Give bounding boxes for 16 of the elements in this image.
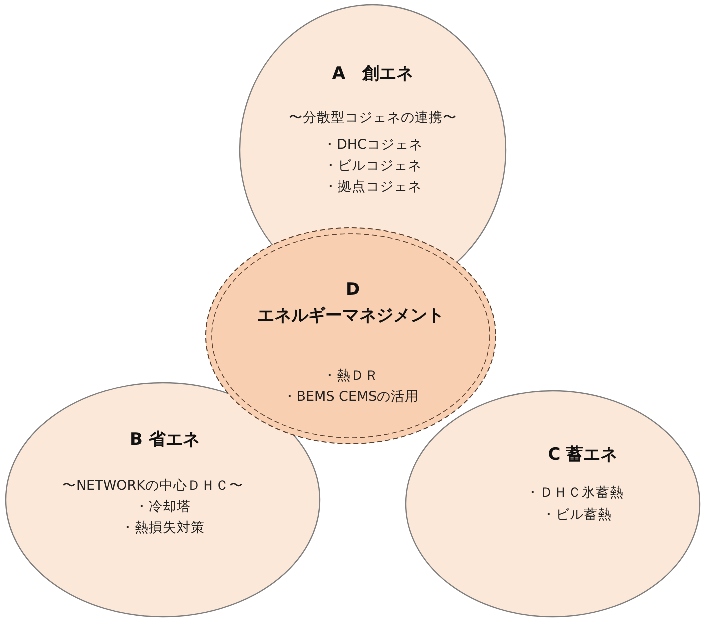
- node-heading: C 蓄エネ: [548, 445, 618, 466]
- node-text: ・熱損失対策: [121, 520, 205, 536]
- node-text: ・ビルコジェネ: [324, 158, 422, 174]
- node-text: ・拠点コジェネ: [324, 179, 422, 196]
- node-text: ・DHCコジェネ: [323, 137, 423, 154]
- node-text: ・ビル蓄熱: [542, 507, 612, 524]
- node-text: ・BEMS CEMSの活用: [282, 389, 420, 406]
- node-heading: A 創エネ: [332, 64, 414, 84]
- node-text: ・冷却塔: [135, 499, 191, 516]
- node-text: ・ＤＨＣ氷蓄熱: [526, 485, 624, 502]
- node-text: ・熱ＤＲ: [323, 368, 379, 384]
- node-heading: D: [346, 280, 360, 300]
- node-text: 〜NETWORKの中心ＤＨＣ〜: [62, 478, 244, 494]
- node-text: 〜分散型コジェネの連携〜: [289, 110, 457, 126]
- node-heading: B 省エネ: [130, 430, 200, 450]
- node-heading: エネルギーマネジメント: [258, 306, 444, 326]
